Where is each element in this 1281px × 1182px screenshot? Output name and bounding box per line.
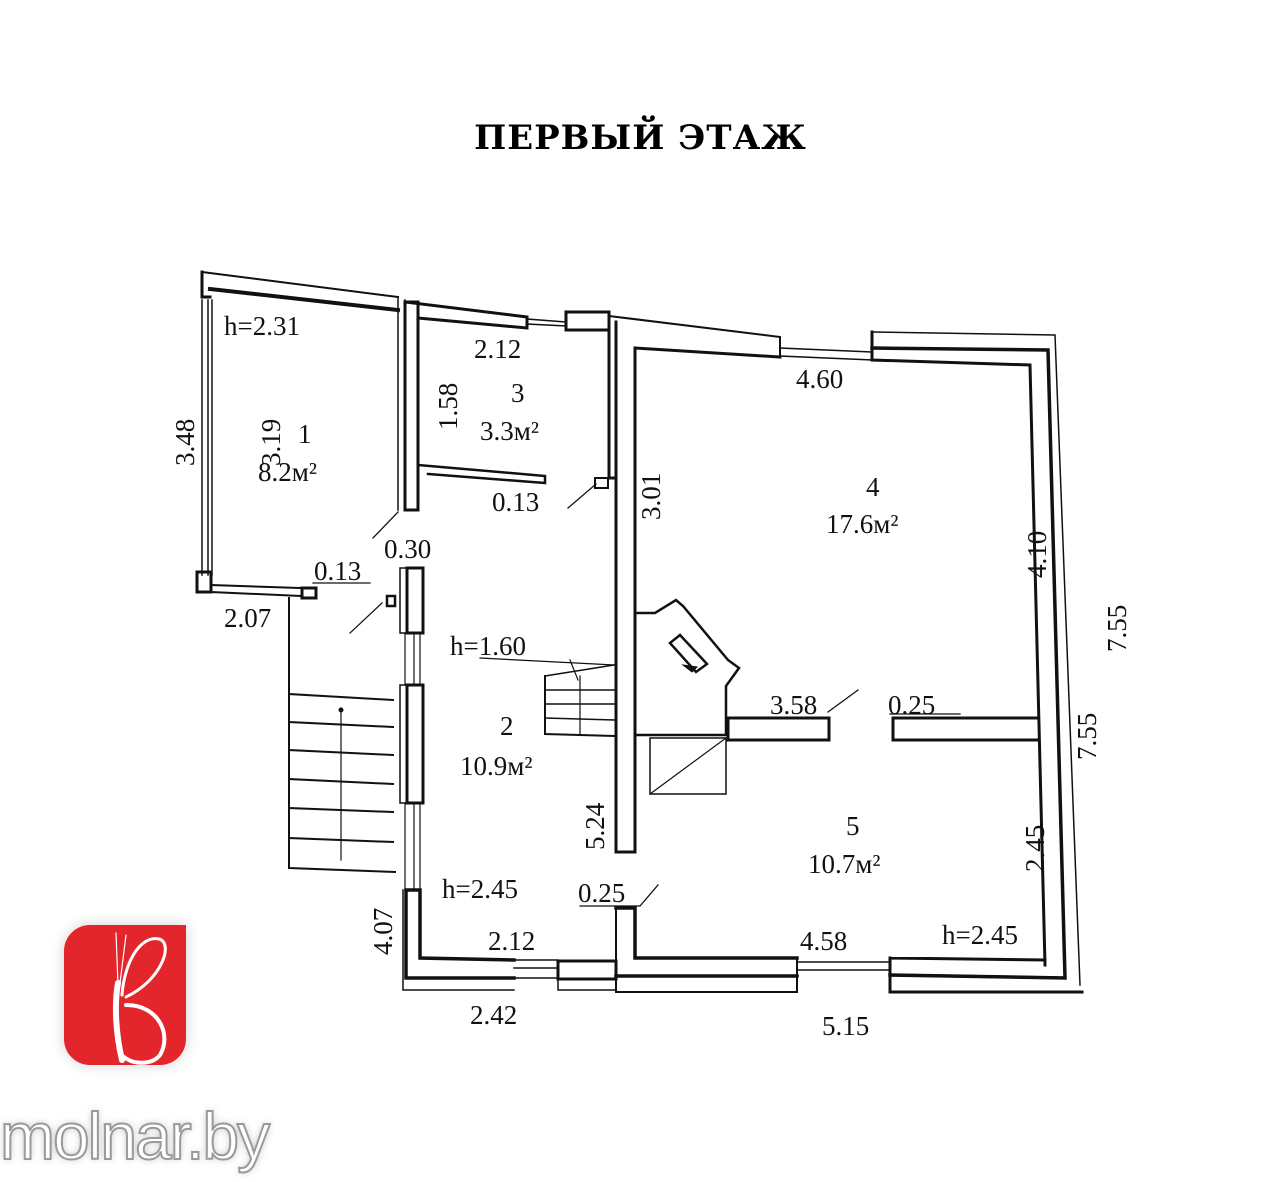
- room-2-walls: [349, 566, 425, 891]
- room-2-height: h=2.45: [442, 874, 518, 904]
- svg-text:2.12: 2.12: [474, 334, 521, 364]
- svg-text:3.19: 3.19: [256, 419, 286, 466]
- room-2-number: 2: [500, 711, 514, 741]
- room-labels: h=2.31 1 8.2м² 3 3.3м² 4 17.6м² 2 10.9м²…: [224, 311, 1018, 950]
- room-5-area: 10.7м²: [808, 849, 880, 879]
- room-3-walls: [397, 296, 618, 512]
- svg-text:0.25: 0.25: [888, 690, 935, 720]
- central-wall: [607, 314, 873, 854]
- svg-text:3.01: 3.01: [636, 473, 666, 520]
- logo-badge: [64, 925, 186, 1065]
- exterior-stairs: [287, 597, 397, 874]
- svg-text:3.58: 3.58: [770, 690, 817, 720]
- svg-text:0.30: 0.30: [384, 534, 431, 564]
- room-5-number: 5: [846, 811, 860, 841]
- room-1-area: 8.2м²: [258, 457, 317, 487]
- stair-height: h=1.60: [450, 631, 526, 661]
- leader-lines: [312, 483, 961, 907]
- svg-text:2.42: 2.42: [470, 1000, 517, 1030]
- partition-4-5: [726, 716, 1039, 742]
- svg-text:7.55: 7.55: [1072, 713, 1102, 760]
- brand-logo: [64, 925, 186, 1065]
- room-4-5-outer-walls: [870, 330, 1081, 986]
- room-3-number: 3: [511, 378, 525, 408]
- brand-name: molnar.by: [0, 1098, 271, 1174]
- svg-text:0.13: 0.13: [314, 556, 361, 586]
- svg-text:2.12: 2.12: [488, 926, 535, 956]
- svg-text:0.25: 0.25: [578, 878, 625, 908]
- interior-stairs: [479, 657, 616, 738]
- svg-text:5.24: 5.24: [580, 802, 610, 850]
- room-2-area: 10.9м²: [460, 751, 532, 781]
- room-3-area: 3.3м²: [480, 416, 539, 446]
- room-5-height: h=2.45: [942, 920, 1018, 950]
- room-4-area: 17.6м²: [826, 509, 898, 539]
- svg-text:4.58: 4.58: [800, 926, 847, 956]
- bottom-walls: [402, 888, 1084, 994]
- svg-text:3.48: 3.48: [170, 419, 200, 466]
- svg-text:1.58: 1.58: [433, 383, 463, 430]
- fireplace-icon: [635, 598, 741, 795]
- butterfly-icon: [112, 932, 167, 1065]
- room-1-walls: [195, 270, 401, 600]
- svg-text:7.55: 7.55: [1102, 605, 1132, 652]
- svg-text:0.13: 0.13: [492, 487, 539, 517]
- floor-title: ПЕРВЫЙ ЭТАЖ: [474, 118, 807, 158]
- room-1-height: h=2.31: [224, 311, 300, 341]
- svg-text:2.07: 2.07: [224, 603, 271, 633]
- svg-text:5.15: 5.15: [822, 1011, 869, 1041]
- dimension-labels: 2.12 4.60 0.13 0.30 0.13 2.07 3.58 0.25 …: [170, 334, 1132, 1041]
- room-1-number: 1: [298, 419, 312, 449]
- room-4-number: 4: [866, 472, 880, 502]
- svg-text:4.60: 4.60: [796, 364, 843, 394]
- svg-text:4.10: 4.10: [1022, 531, 1052, 578]
- svg-text:2.45: 2.45: [1020, 825, 1050, 872]
- svg-text:4.07: 4.07: [368, 908, 398, 955]
